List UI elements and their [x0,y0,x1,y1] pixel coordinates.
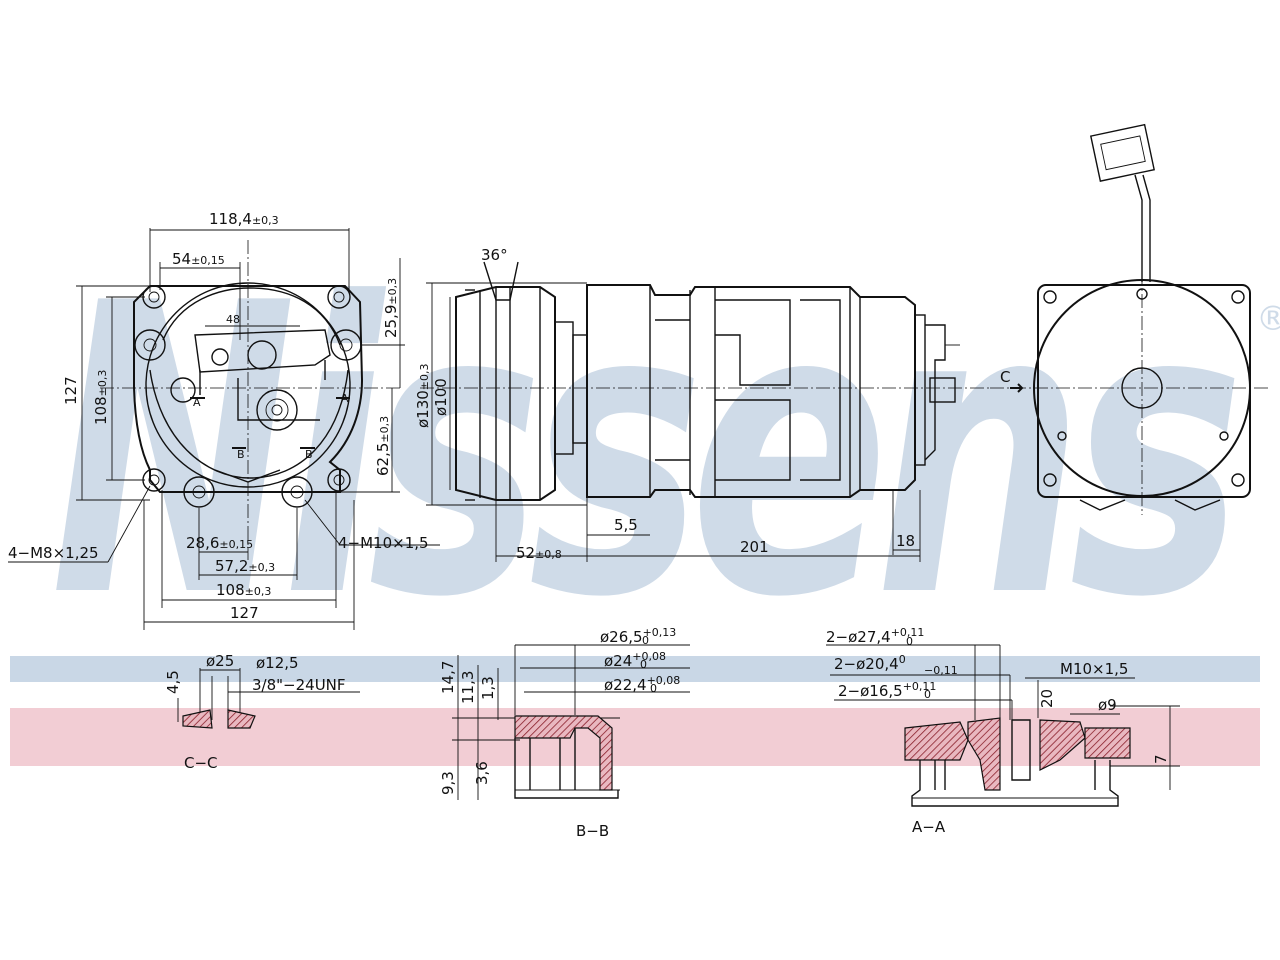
aa-h-3: 7 [1152,754,1170,764]
bb-dia-3-lower: 0 [650,682,657,695]
dim-width-top: 118,4±0,3 [209,210,279,228]
section-cc: ø25 ø12,5 3/8"−24UNF 4,5 C−C [164,652,360,772]
dim-end: 18 [896,532,915,550]
aa-caption: A−A [912,818,946,836]
bolt-spec-left: 4−M8×1,25 [8,544,99,562]
dim-pulley: 52±0,8 [516,544,562,562]
dim-height-bolts: 108±0,3 [92,370,110,425]
groove-angle: 36° [481,246,508,264]
front-view: A A B B 118,4±0,3 54±0,15 48 25,9±0,3 62… [8,210,440,630]
bb-caption: B−B [576,822,609,840]
dim-offset-right: 25,9±0,3 [382,278,400,338]
aa-dia-2-lower: −0,11 [924,664,958,677]
dim-width-bolts: 108±0,3 [216,581,271,599]
dim-height-lower: 62,5±0,3 [374,416,392,476]
dim-small: 5,5 [614,516,638,534]
bb-h-1: 14,7 [439,661,457,694]
dim-body-dia: ø130±0,3 [414,363,432,428]
registered-mark: ® [1256,299,1280,339]
aa-dia-1: 2−ø27,4+0,11 [826,626,924,646]
bb-h-2: 11,3 [459,671,477,704]
dim-width-total: 127 [230,604,259,622]
label-a-left: A [193,396,201,409]
side-view: 36° ø130±0,3 ø100 5,5 52±0,8 [414,246,990,562]
section-bb: ø26,5+0,13 0 ø24+0,08 0 ø22,4+0,08 0 14,… [439,626,690,840]
dim-bolt-spacing: 54±0,15 [172,250,225,268]
bb-h-5: 3,6 [473,761,491,785]
bb-dia-2-lower: 0 [640,658,647,671]
aa-dia-2: 2−ø20,40 [834,653,906,673]
mount-bolt-br [327,468,351,492]
bb-h-4: 9,3 [439,771,457,795]
bb-dia-1-lower: 0 [642,634,649,647]
aa-dia-3: 2−ø16,5+0,11 [838,680,936,700]
bolt-spec-right: 4−M10×1,5 [338,534,429,552]
dim-port-width: 57,2±0,3 [215,557,275,575]
bb-dia-1: ø26,5+0,13 [600,626,676,646]
section-aa: 2−ø27,4+0,11 0 2−ø20,40 −0,11 2−ø16,5+0,… [826,626,1180,836]
cc-dia-inner: ø12,5 [256,654,299,672]
mount-bolt-ml [134,329,166,361]
port-bolt-left [183,476,215,508]
cc-dia-outer: ø25 [206,652,234,670]
label-c: C [1000,368,1010,386]
mount-bolt-tr [327,285,351,309]
dim-pulley-dia: ø100 [432,378,450,416]
cc-caption: C−C [184,754,218,772]
aa-thread: M10×1,5 [1060,660,1128,678]
dim-length: 201 [740,538,769,556]
dim-boss-width: 48 [226,313,240,326]
bb-h-3: 1,3 [479,676,497,700]
port-bolt-right [281,476,313,508]
label-b-left: B [237,448,245,461]
dim-port-spacing: 28,6±0,15 [186,534,253,552]
bb-dia-3: ø22,4+0,08 [604,674,680,694]
bb-dia-2: ø24+0,08 [604,650,666,670]
rear-view: C [990,123,1270,515]
aa-h-1: 20 [1038,689,1056,708]
cc-thread: 3/8"−24UNF [252,676,346,694]
aa-dia-1-lower: 0 [906,635,913,648]
cc-height: 4,5 [164,670,182,694]
label-b-right: B [305,448,313,461]
aa-dia-3-lower: 0 [924,688,931,701]
dim-height-total: 127 [62,376,80,405]
aa-dia-4: ø9 [1098,696,1117,714]
